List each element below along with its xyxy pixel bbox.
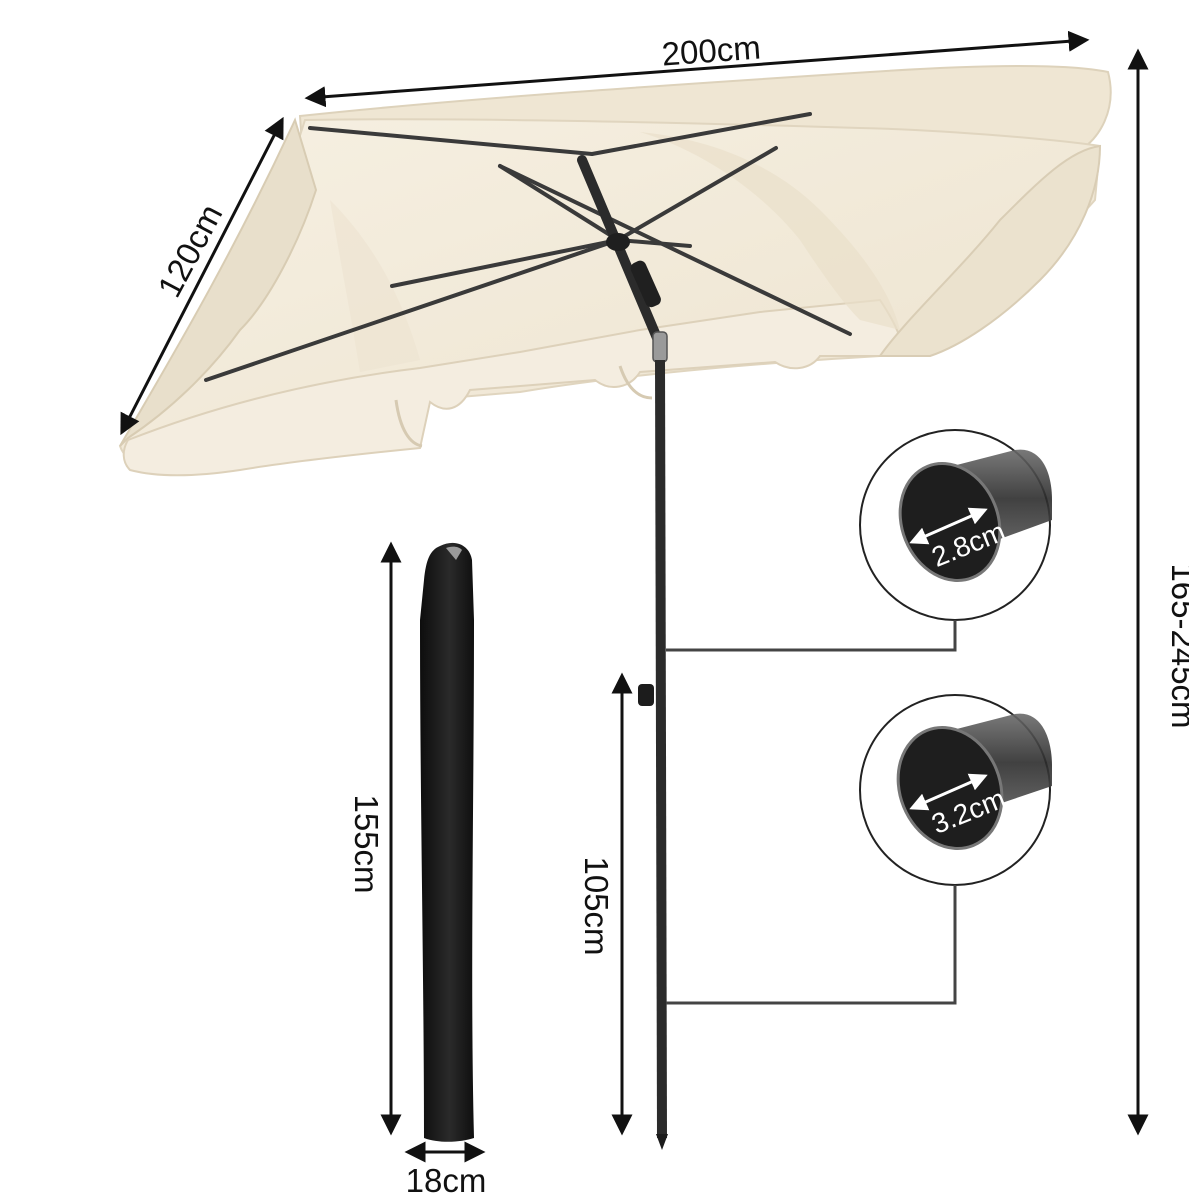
umbrella-canopy xyxy=(118,64,1112,477)
rib-front-right xyxy=(498,164,852,336)
upper-detail-leader xyxy=(666,620,957,652)
canopy-front-valance xyxy=(122,298,903,477)
cover-width-label: 18cm xyxy=(406,1162,487,1199)
depth-arrow xyxy=(120,116,284,436)
rib-back-right xyxy=(590,112,812,156)
cover-bag xyxy=(420,542,474,1142)
cover-length-label: 155cm xyxy=(348,794,385,893)
pole-detail-upper: 2.8cm xyxy=(859,429,1052,621)
rib-diagonal-1 xyxy=(498,164,620,242)
lower-pole-label: 105cm xyxy=(578,856,615,955)
lower-detail-leader xyxy=(666,885,957,1005)
stretcher-right xyxy=(616,238,692,248)
rib-back-left xyxy=(308,126,594,156)
upper-pole xyxy=(577,155,665,350)
total-height-label: 165-245cm xyxy=(1165,563,1189,728)
storage-cover xyxy=(420,542,474,1142)
width-arrow xyxy=(304,30,1090,108)
dimension-arrows xyxy=(120,30,1149,1163)
rib-diagonal-2 xyxy=(616,146,778,242)
pole-sleeve xyxy=(630,260,661,308)
pole-detail-lower: 3.2cm xyxy=(859,694,1052,886)
stretcher-left xyxy=(390,238,620,288)
umbrella-pole xyxy=(577,155,668,1150)
tilt-joint xyxy=(652,331,668,363)
width-label: 200cm xyxy=(660,28,762,72)
lower-pole xyxy=(655,359,667,1139)
ground-spike xyxy=(656,1134,668,1150)
runner-hub xyxy=(606,233,630,251)
canopy-right-flap xyxy=(878,144,1102,357)
height-adjust-knob xyxy=(638,684,654,706)
